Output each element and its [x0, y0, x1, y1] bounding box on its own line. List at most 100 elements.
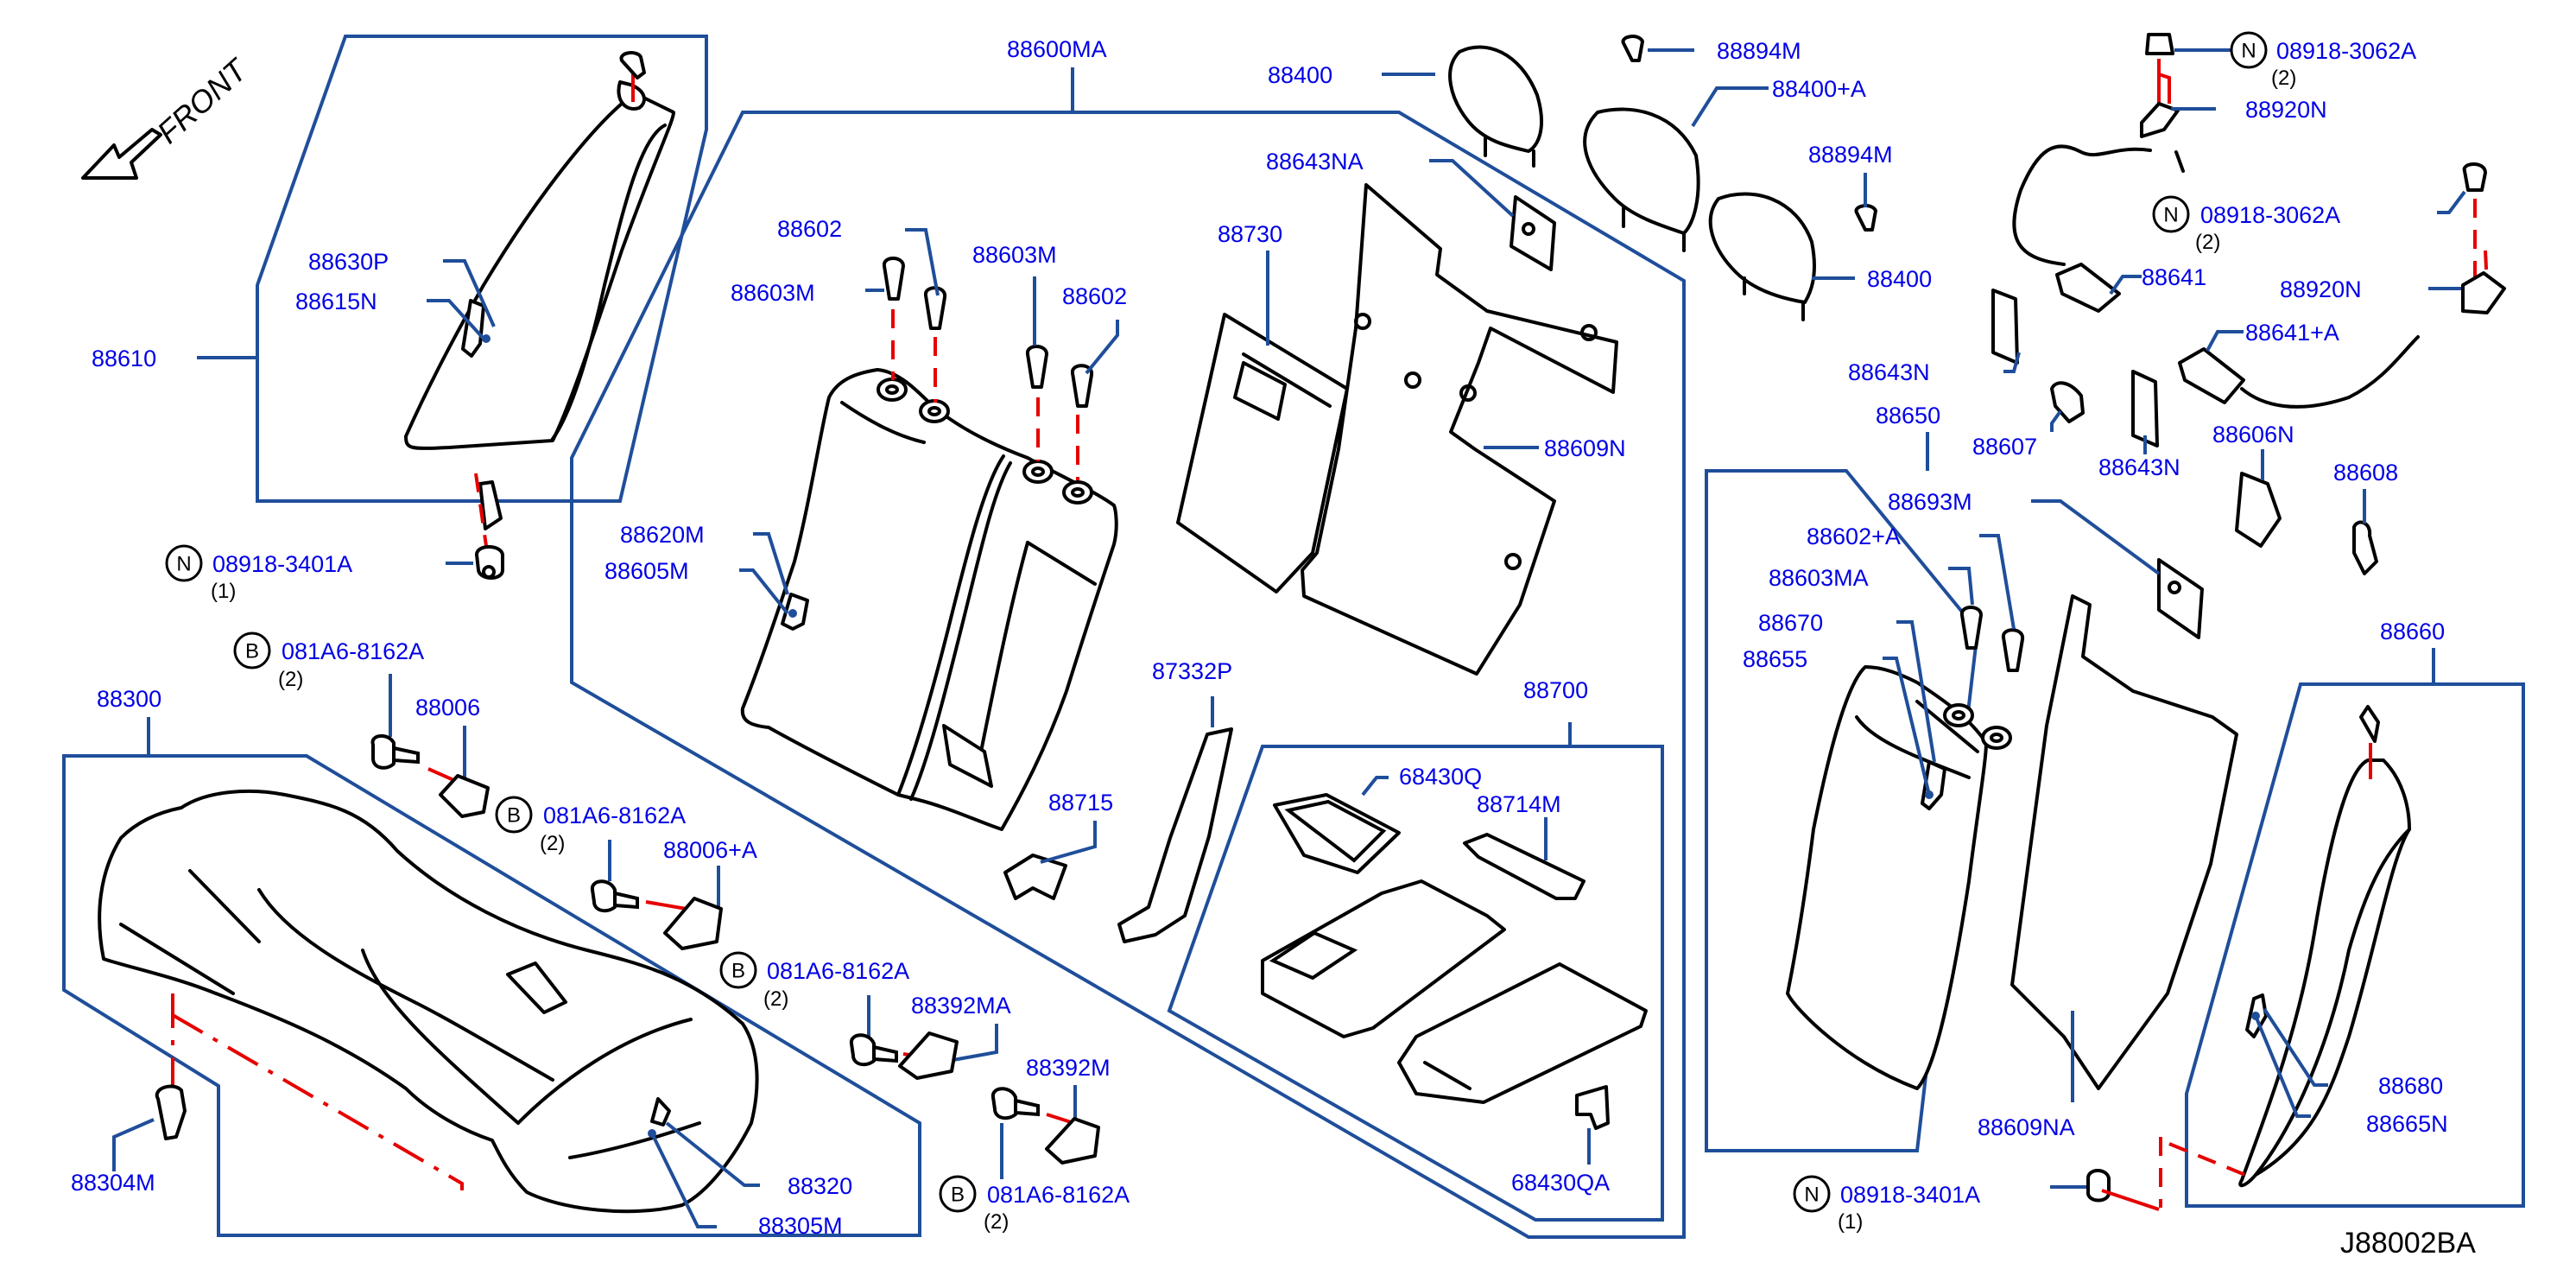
- label-88006[interactable]: 88006: [415, 695, 480, 720]
- label-88715[interactable]: 88715: [1048, 790, 1113, 816]
- qty-08918-3401A-right: (1): [1838, 1210, 1863, 1234]
- label-88665N[interactable]: 88665N: [2366, 1111, 2448, 1137]
- label-88630P[interactable]: 88630P: [308, 249, 389, 275]
- bracket-88920N-1-icon: [2140, 102, 2180, 138]
- label-88392M[interactable]: 88392M: [1026, 1055, 1111, 1081]
- label-88660[interactable]: 88660: [2380, 619, 2445, 644]
- label-88606N[interactable]: 88606N: [2212, 422, 2294, 447]
- clip-88602-icon: [924, 286, 946, 330]
- label-88643NA[interactable]: 88643NA: [1266, 149, 1364, 175]
- clip-88894M-2-icon: [1854, 204, 1877, 232]
- side-bolster-88610: [404, 92, 675, 450]
- label-88693M[interactable]: 88693M: [1888, 489, 1972, 515]
- latch-cable-assembly: N 08918-3062A (2) 88920N N 08918-3062A (…: [1848, 31, 2506, 575]
- label-88608[interactable]: 88608: [2333, 460, 2398, 486]
- label-88400-1[interactable]: 88400: [1268, 62, 1332, 88]
- label-88320[interactable]: 88320: [788, 1173, 852, 1199]
- label-88400A[interactable]: 88400+A: [1772, 76, 1866, 102]
- label-88603M-2[interactable]: 88603M: [972, 242, 1057, 268]
- label-88300[interactable]: 88300: [97, 686, 161, 712]
- label-88643N-2[interactable]: 88643N: [2098, 454, 2180, 480]
- label-88655[interactable]: 88655: [1743, 646, 1807, 672]
- label-88894M-2[interactable]: 88894M: [1808, 142, 1893, 168]
- label-88602A[interactable]: 88602+A: [1807, 524, 1901, 549]
- label-88305M[interactable]: 88305M: [758, 1213, 843, 1239]
- plate-88643N-1-icon: [1991, 289, 2019, 365]
- clip-icon: [619, 51, 646, 79]
- label-68430Q[interactable]: 68430Q: [1399, 764, 1482, 790]
- label-88643N-1[interactable]: 88643N: [1848, 359, 1930, 385]
- label-88400-2[interactable]: 88400: [1867, 266, 1932, 292]
- bolt-icon: [849, 1033, 876, 1067]
- label-87332P[interactable]: 87332P: [1152, 658, 1232, 684]
- group-88300: 88300 88320 88305M 88304M: [62, 686, 921, 1239]
- label-88607[interactable]: 88607: [1972, 434, 2037, 460]
- headrest-88400A: [1583, 107, 1700, 235]
- label-68430QA[interactable]: 68430QA: [1511, 1170, 1610, 1196]
- label-88680[interactable]: 88680: [2378, 1073, 2443, 1099]
- front-label: FRONT: [150, 51, 256, 150]
- label-88714M[interactable]: 88714M: [1477, 791, 1561, 817]
- qty-081A6-8162A-4: (2): [984, 1210, 1009, 1234]
- label-88603MA[interactable]: 88603MA: [1769, 565, 1869, 591]
- armrest-lid: [1397, 962, 1648, 1104]
- label-88304M[interactable]: 88304M: [71, 1170, 155, 1196]
- label-88602-1[interactable]: 88602: [777, 216, 842, 242]
- frame-88660: [2185, 682, 2525, 1208]
- label-88609NA[interactable]: 88609NA: [1978, 1114, 2075, 1140]
- armrest-body: [1261, 879, 1506, 1038]
- bracket-88006-icon: [439, 774, 490, 818]
- label-88650[interactable]: 88650: [1876, 403, 1940, 428]
- label-88602-2[interactable]: 88602: [1062, 283, 1127, 309]
- bracket-88920N-2-icon: [2461, 271, 2506, 314]
- label-88600MA[interactable]: 88600MA: [1007, 36, 1107, 62]
- label-88920N-2[interactable]: 88920N: [2280, 276, 2362, 302]
- label-08918-3401A-right[interactable]: 08918-3401A: [1840, 1182, 1980, 1208]
- label-88700[interactable]: 88700: [1523, 677, 1588, 703]
- callout-081A6-2: B 081A6-8162A (2) 88006+A: [495, 796, 757, 950]
- clip-88602A-icon: [2002, 628, 2024, 672]
- b-badge-letter: B: [731, 960, 745, 983]
- label-88392MA[interactable]: 88392MA: [911, 993, 1011, 1019]
- label-88641[interactable]: 88641: [2142, 264, 2206, 290]
- frame-88700: [1167, 745, 1664, 1222]
- label-081A6-8162A-2[interactable]: 081A6-8162A: [543, 803, 686, 828]
- b-badge-icon: [719, 951, 757, 989]
- callout-08918-3401A-right: N 08918-3401A (1): [1793, 1169, 2160, 1234]
- label-88894M-1[interactable]: 88894M: [1717, 38, 1801, 64]
- label-88620M[interactable]: 88620M: [620, 522, 705, 548]
- label-88006A[interactable]: 88006+A: [663, 837, 757, 863]
- label-88603M-1[interactable]: 88603M: [731, 280, 815, 306]
- label-081A6-8162A-3[interactable]: 081A6-8162A: [767, 958, 909, 984]
- label-081A6-8162A-1[interactable]: 081A6-8162A: [282, 638, 424, 664]
- n-badge-letter: N: [2241, 40, 2256, 63]
- bolt-icon: [991, 1087, 1017, 1120]
- label-08918-3062A-2[interactable]: 08918-3062A: [2200, 202, 2340, 228]
- headrest-88400-1: [1448, 45, 1543, 153]
- group-88610: 88610 88630P 88615N: [92, 35, 708, 547]
- n-badge-icon: [165, 544, 203, 582]
- label-081A6-8162A-4[interactable]: 081A6-8162A: [987, 1182, 1130, 1208]
- front-arrow-icon: [81, 128, 162, 180]
- label-88609N[interactable]: 88609N: [1544, 435, 1626, 461]
- label-88615N[interactable]: 88615N: [295, 289, 377, 314]
- qty-081A6-8162A-3: (2): [763, 987, 788, 1011]
- bracket-88608-icon: [2352, 520, 2378, 575]
- n-badge-icon: [2230, 31, 2268, 69]
- frame-88610: [256, 35, 708, 503]
- hook-88630P: [478, 480, 503, 530]
- label-88670[interactable]: 88670: [1758, 610, 1823, 636]
- label-88641A[interactable]: 88641+A: [2245, 320, 2339, 346]
- label-88605M[interactable]: 88605M: [604, 558, 689, 584]
- label-08918-3062A-1[interactable]: 08918-3062A: [2276, 38, 2416, 64]
- qty-081A6-8162A-2: (2): [540, 832, 565, 855]
- back-panel-88609NA: [2010, 594, 2238, 1090]
- b-badge-icon: [939, 1175, 977, 1213]
- group-88600MA: 88600MA 88620M 88605M 88602 88603M: [570, 36, 1686, 1239]
- label-88610[interactable]: 88610: [92, 346, 156, 371]
- label-08918-3401A-left[interactable]: 08918-3401A: [212, 551, 352, 577]
- label-88920N-1[interactable]: 88920N: [2245, 97, 2327, 123]
- clip-88894M-1-icon: [1621, 35, 1644, 62]
- label-88730[interactable]: 88730: [1218, 221, 1282, 247]
